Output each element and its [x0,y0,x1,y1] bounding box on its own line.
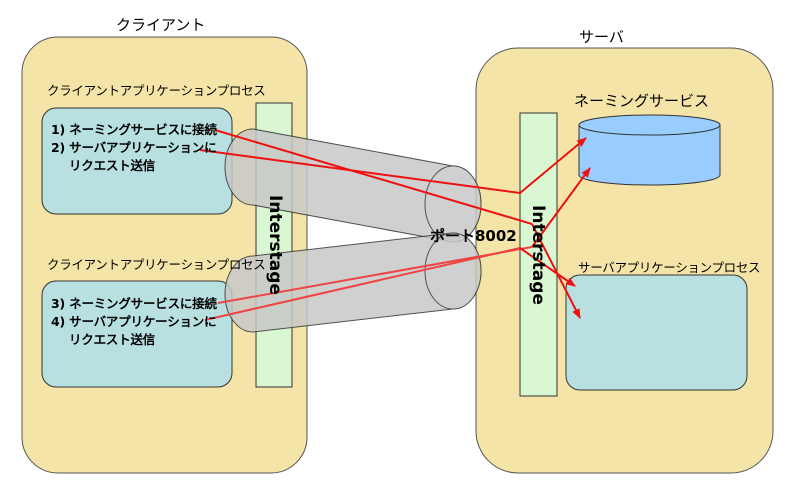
server-interstage-label: Interstage [528,205,548,305]
server-process-title: サーバアプリケーションプロセス [578,260,761,275]
client-process-2-step-4-cont: リクエスト送信 [69,332,156,347]
line-request-2 [199,149,521,194]
line-request-1 [214,129,533,225]
naming-service-label: ネーミングサービス [574,92,710,110]
client-process-1-title: クライアントアプリケーションプロセス [47,83,266,98]
client-process-2-step-4: 4) サーバアプリケーションに [51,314,217,329]
port-label: ポート8002 [430,227,517,245]
client-process-2-step-3: 3) ネーミングサービスに接続 [51,296,217,311]
client-process-2-title: クライアントアプリケーションプロセス [47,257,266,272]
server-host-title: サーバ [579,28,624,46]
connection-pipe-lower [224,232,482,333]
arrow-to-server-process-1 [531,223,581,319]
naming-service-cylinder [578,114,721,186]
client-interstage-label: Interstage [265,195,285,295]
client-process-1-step-2-cont: リクエスト送信 [69,158,156,173]
client-process-box-2 [41,280,233,388]
client-process-1-step-2: 2) サーバアプリケーションに [51,140,217,155]
server-arrows [519,137,591,319]
server-process-box [565,274,748,391]
client-host-title: クライアント [116,16,206,34]
arrow-to-naming-2 [531,167,591,248]
client-process-1-step-1: 1) ネーミングサービスに接続 [51,122,217,137]
arrow-to-naming-1 [519,137,587,194]
server-interstage-bar [519,112,558,397]
arrow-to-server-process-2 [519,247,576,287]
line-request-4 [204,247,521,321]
request-lines [199,129,533,321]
